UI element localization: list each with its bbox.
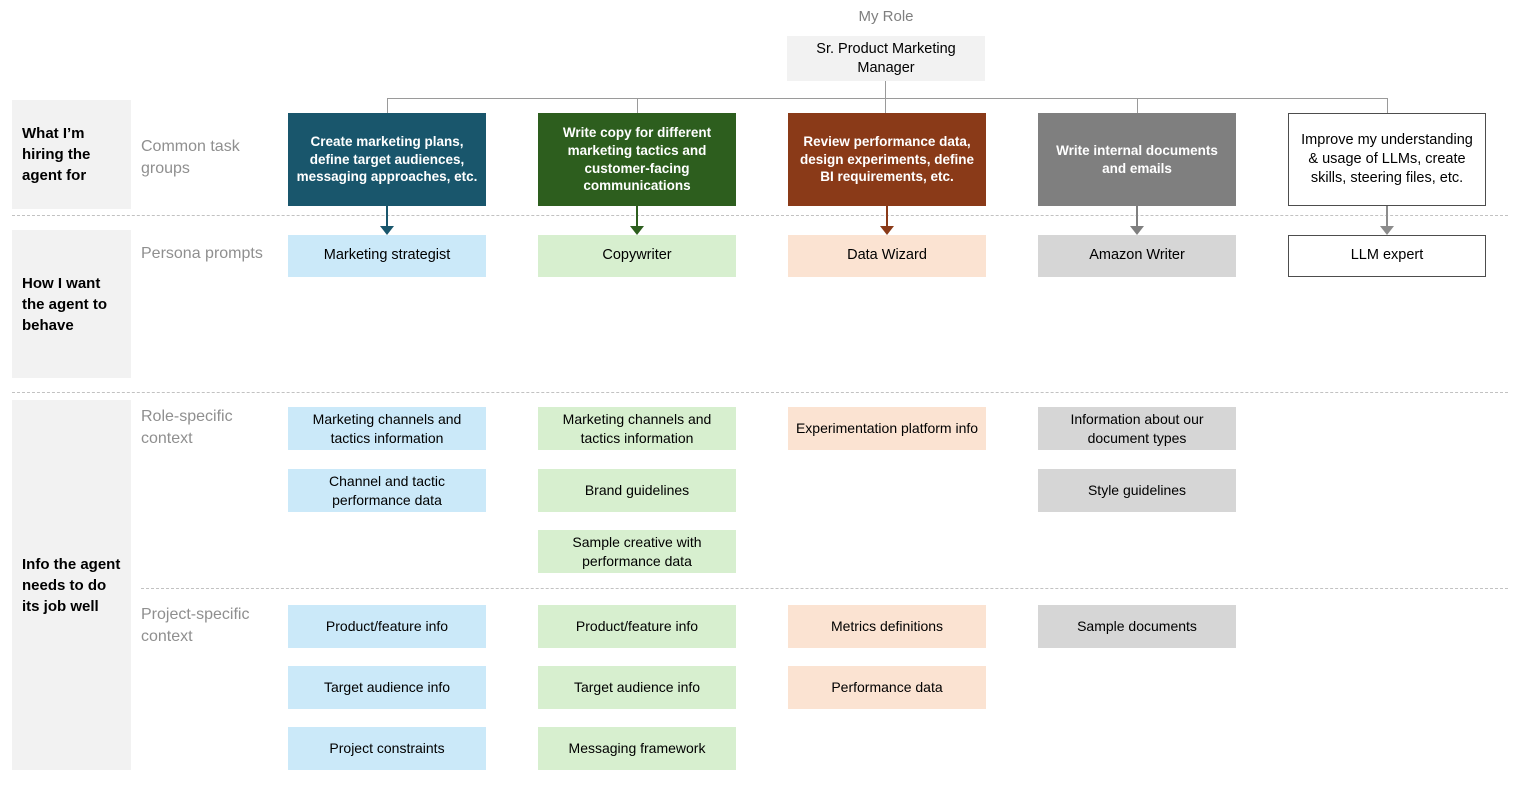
context-box: Performance data <box>788 666 986 709</box>
connector-line-horizontal <box>387 98 1388 99</box>
connector-line-vertical-main <box>885 81 886 113</box>
persona-box-copywriter: Copywriter <box>538 235 736 277</box>
my-role-label: My Role <box>858 8 914 25</box>
context-box: Information about our document types <box>1038 407 1236 450</box>
arrow-head <box>880 226 894 235</box>
context-box: Style guidelines <box>1038 469 1236 512</box>
persona-box-data-wizard: Data Wizard <box>788 235 986 277</box>
context-box: Product/feature info <box>538 605 736 648</box>
context-box: Channel and tactic performance data <box>288 469 486 512</box>
arrow-down-icon <box>788 206 986 235</box>
arrow-head <box>380 226 394 235</box>
arrow-down-icon <box>1288 206 1486 235</box>
context-box: Product/feature info <box>288 605 486 648</box>
context-box: Experimentation platform info <box>788 407 986 450</box>
arrow-down-icon <box>1038 206 1236 235</box>
arrow-down-icon <box>538 206 736 235</box>
arrow-line <box>886 206 888 227</box>
task-box-llm-learning: Improve my understanding & usage of LLMs… <box>1288 113 1486 206</box>
task-box-performance-review: Review performance data, design experime… <box>788 113 986 206</box>
context-box: Marketing channels and tactics informati… <box>288 407 486 450</box>
connector-line-drop-2 <box>637 98 638 113</box>
context-box: Sample documents <box>1038 605 1236 648</box>
row-label-info: Info the agent needs to do its job well <box>12 400 131 770</box>
row-label-hiring: What I’m hiring the agent for <box>12 100 131 209</box>
context-box: Brand guidelines <box>538 469 736 512</box>
row-label-behave: How I want the agent to behave <box>12 230 131 378</box>
connector-line-drop-4 <box>1137 98 1138 113</box>
dashed-divider-context <box>141 588 1508 589</box>
group-label-task-groups: Common task groups <box>141 138 240 177</box>
arrow-line <box>386 206 388 227</box>
arrow-head <box>1130 226 1144 235</box>
persona-box-marketing-strategist: Marketing strategist <box>288 235 486 277</box>
task-box-internal-docs: Write internal documents and emails <box>1038 113 1236 206</box>
arrow-line <box>636 206 638 227</box>
arrow-line <box>1136 206 1138 227</box>
persona-box-llm-expert: LLM expert <box>1288 235 1486 277</box>
context-box: Messaging framework <box>538 727 736 770</box>
dashed-divider-tasks <box>12 215 1508 216</box>
dashed-divider-behave <box>12 392 1508 393</box>
arrow-line <box>1386 206 1388 227</box>
arrow-head <box>1380 226 1394 235</box>
context-box: Sample creative with performance data <box>538 530 736 573</box>
arrow-down-icon <box>288 206 486 235</box>
context-box: Project constraints <box>288 727 486 770</box>
context-box: Target audience info <box>538 666 736 709</box>
context-box: Target audience info <box>288 666 486 709</box>
group-label-project-context: Project-specific context <box>141 606 250 645</box>
persona-box-amazon-writer: Amazon Writer <box>1038 235 1236 277</box>
connector-line-drop-5 <box>1387 98 1388 113</box>
my-role-box: Sr. Product Marketing Manager <box>787 36 985 81</box>
group-label-role-context: Role-specific context <box>141 408 233 447</box>
arrow-head <box>630 226 644 235</box>
context-box: Marketing channels and tactics informati… <box>538 407 736 450</box>
connector-line-drop-1 <box>387 98 388 113</box>
context-box: Metrics definitions <box>788 605 986 648</box>
group-label-persona-prompts: Persona prompts <box>141 245 263 262</box>
task-box-marketing-strategy: Create marketing plans, define target au… <box>288 113 486 206</box>
task-box-copywriting: Write copy for different marketing tacti… <box>538 113 736 206</box>
